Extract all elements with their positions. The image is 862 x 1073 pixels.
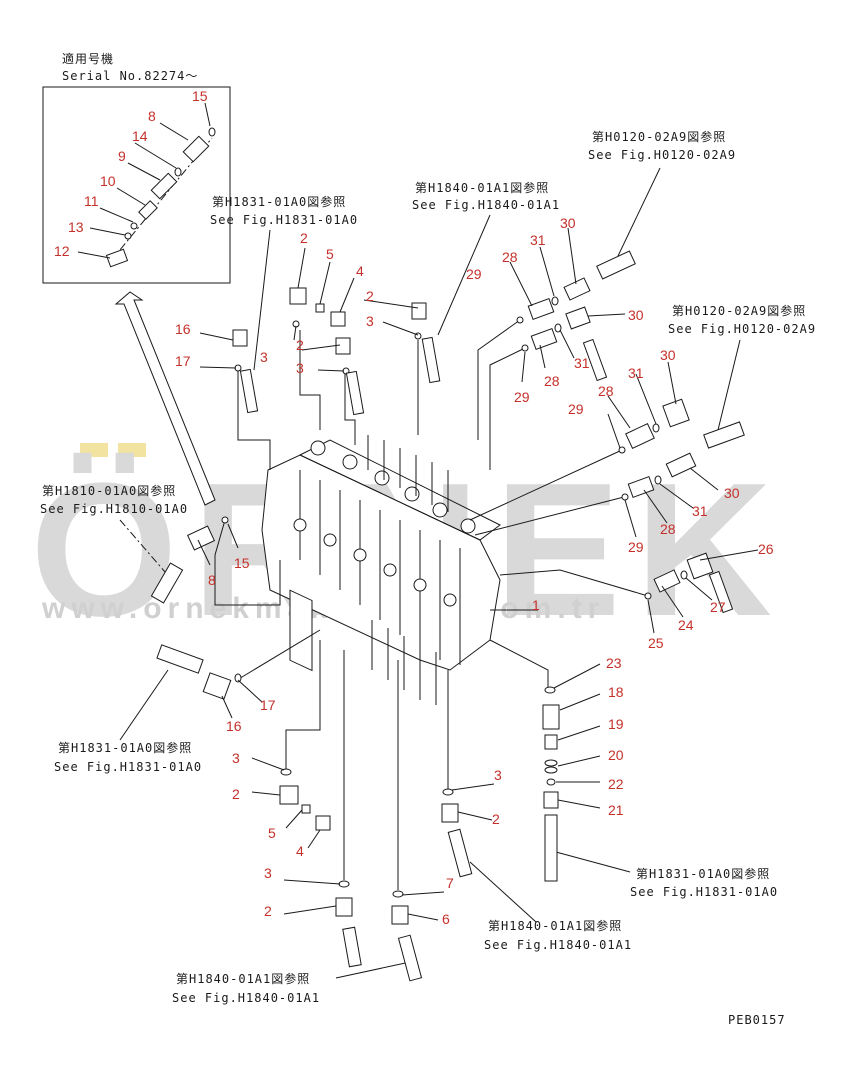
callout-17-a: 17 bbox=[175, 353, 191, 369]
callout-7: 7 bbox=[446, 875, 454, 891]
inset-frame bbox=[42, 86, 231, 284]
ref-h1831-left-jp: 第H1831-01A0図参照 bbox=[58, 740, 192, 755]
callout-10-inset: 10 bbox=[100, 173, 116, 189]
callout-18: 18 bbox=[608, 684, 624, 700]
fittings bbox=[150, 250, 745, 982]
callout-5-a: 5 bbox=[326, 246, 334, 262]
callouts: 1 2 5 4 2 3 2 3 3 16 17 29 28 31 30 30 2… bbox=[175, 215, 774, 927]
ref-h0120-right-jp: 第H0120-02A9図参照 bbox=[672, 303, 806, 318]
callout-20: 20 bbox=[608, 747, 624, 763]
inset-serial: Serial No.82274〜 bbox=[62, 69, 198, 83]
callout-16-a: 16 bbox=[175, 321, 191, 337]
callout-28-b: 28 bbox=[544, 373, 560, 389]
callout-3-c: 3 bbox=[260, 349, 268, 365]
valve-sections bbox=[289, 470, 461, 672]
callout-2-e: 2 bbox=[264, 903, 272, 919]
callout-30-c: 30 bbox=[660, 347, 676, 363]
ref-h0120-top-jp: 第H0120-02A9図参照 bbox=[592, 129, 726, 144]
callout-21: 21 bbox=[608, 802, 624, 818]
ref-h1840-bottom-en: See Fig.H1840-01A1 bbox=[172, 991, 320, 1005]
callout-6: 6 bbox=[442, 911, 450, 927]
callout-16-b: 16 bbox=[226, 718, 242, 734]
callout-26: 26 bbox=[758, 541, 774, 557]
ref-h1831-top-en: See Fig.H1831-01A0 bbox=[210, 213, 358, 227]
serial-inset: 適用号機 Serial No.82274〜 15 8 14 9 bbox=[42, 51, 231, 284]
callout-4-a: 4 bbox=[356, 263, 364, 279]
callout-19: 19 bbox=[608, 716, 624, 732]
callout-31-c: 31 bbox=[628, 365, 644, 381]
callout-31-b: 31 bbox=[574, 355, 590, 371]
callout-11-inset: 11 bbox=[84, 193, 99, 209]
callout-31-d: 31 bbox=[692, 503, 708, 519]
ref-h1831-right-en: See Fig.H1831-01A0 bbox=[630, 885, 778, 899]
callout-15: 15 bbox=[234, 555, 250, 571]
ref-h0120-right-en: See Fig.H0120-02A9 bbox=[668, 322, 816, 336]
ref-h1840-bottom-right-en: See Fig.H1840-01A1 bbox=[484, 938, 632, 952]
control-valve-body bbox=[261, 435, 501, 705]
ref-h1831-left-en: See Fig.H1831-01A0 bbox=[54, 760, 202, 774]
callout-3-d: 3 bbox=[232, 750, 240, 766]
callout-29-c: 29 bbox=[568, 401, 584, 417]
callout-28-a: 28 bbox=[502, 249, 518, 265]
callout-3-b: 3 bbox=[296, 360, 304, 376]
callout-25: 25 bbox=[648, 635, 664, 651]
callout-3-a: 3 bbox=[366, 313, 374, 329]
inset-parts bbox=[105, 127, 216, 268]
inset-pointer-arrow bbox=[114, 291, 216, 506]
callout-leaders bbox=[197, 227, 759, 921]
callout-23: 23 bbox=[606, 655, 622, 671]
callout-13-inset: 13 bbox=[68, 219, 84, 235]
callout-15-inset: 15 bbox=[192, 88, 208, 104]
inset-leaders bbox=[77, 102, 211, 259]
reference-pointers bbox=[119, 167, 741, 979]
callout-3-e: 3 bbox=[264, 865, 272, 881]
callout-8-inset: 8 bbox=[148, 108, 156, 124]
callout-30-a: 30 bbox=[560, 215, 576, 231]
ref-h1810-en: See Fig.H1810-01A0 bbox=[40, 502, 188, 516]
callout-27: 27 bbox=[710, 599, 726, 615]
ref-h1831-right-jp: 第H1831-01A0図参照 bbox=[636, 866, 770, 881]
callout-30-d: 30 bbox=[724, 485, 740, 501]
drawing-code: PEB0157 bbox=[728, 1013, 786, 1027]
callout-2-c: 2 bbox=[296, 337, 304, 353]
ref-h1840-top-jp: 第H1840-01A1図参照 bbox=[415, 180, 549, 195]
elbow-16-top bbox=[232, 329, 248, 347]
callout-28-d: 28 bbox=[660, 521, 676, 537]
callout-22: 22 bbox=[608, 776, 624, 792]
connection-lines bbox=[214, 319, 649, 890]
callout-2-b: 2 bbox=[366, 288, 374, 304]
lower-hose-guides bbox=[371, 620, 437, 705]
callout-1: 1 bbox=[532, 597, 540, 613]
spool-caps bbox=[310, 440, 476, 534]
ref-h1840-top-en: See Fig.H1840-01A1 bbox=[412, 198, 560, 212]
callout-31-a: 31 bbox=[530, 232, 546, 248]
callout-29-b: 29 bbox=[514, 389, 530, 405]
callout-29-a: 29 bbox=[466, 266, 482, 282]
ref-h1840-bottom-jp: 第H1840-01A1図参照 bbox=[176, 971, 310, 986]
callout-9-inset: 9 bbox=[118, 148, 126, 164]
callout-17-b: 17 bbox=[260, 697, 276, 713]
ref-h1831-top-jp: 第H1831-01A0図参照 bbox=[212, 194, 346, 209]
callout-4-b: 4 bbox=[296, 843, 304, 859]
callout-12-inset: 12 bbox=[54, 243, 70, 259]
callout-2-a: 2 bbox=[300, 230, 308, 246]
callout-8: 8 bbox=[208, 572, 216, 588]
front-ports bbox=[293, 518, 457, 607]
callout-14-inset: 14 bbox=[132, 128, 148, 144]
callout-29-d: 29 bbox=[628, 539, 644, 555]
ref-h0120-top-en: See Fig.H0120-02A9 bbox=[588, 148, 736, 162]
callout-28-c: 28 bbox=[598, 383, 614, 399]
callout-2-d: 2 bbox=[232, 786, 240, 802]
callout-3-f: 3 bbox=[494, 767, 502, 783]
reference-labels: 第H1831-01A0図参照 See Fig.H1831-01A0 第H1840… bbox=[40, 129, 816, 1005]
ref-h1840-bottom-right-jp: 第H1840-01A1図参照 bbox=[488, 918, 622, 933]
callout-30-b: 30 bbox=[628, 307, 644, 323]
callout-5-b: 5 bbox=[268, 825, 276, 841]
inset-title: 適用号機 bbox=[62, 51, 114, 66]
ref-h1810-jp: 第H1810-01A0図参照 bbox=[42, 483, 176, 498]
callout-2-f: 2 bbox=[492, 811, 500, 827]
upper-hose-guides bbox=[367, 435, 449, 512]
callout-24: 24 bbox=[678, 617, 694, 633]
